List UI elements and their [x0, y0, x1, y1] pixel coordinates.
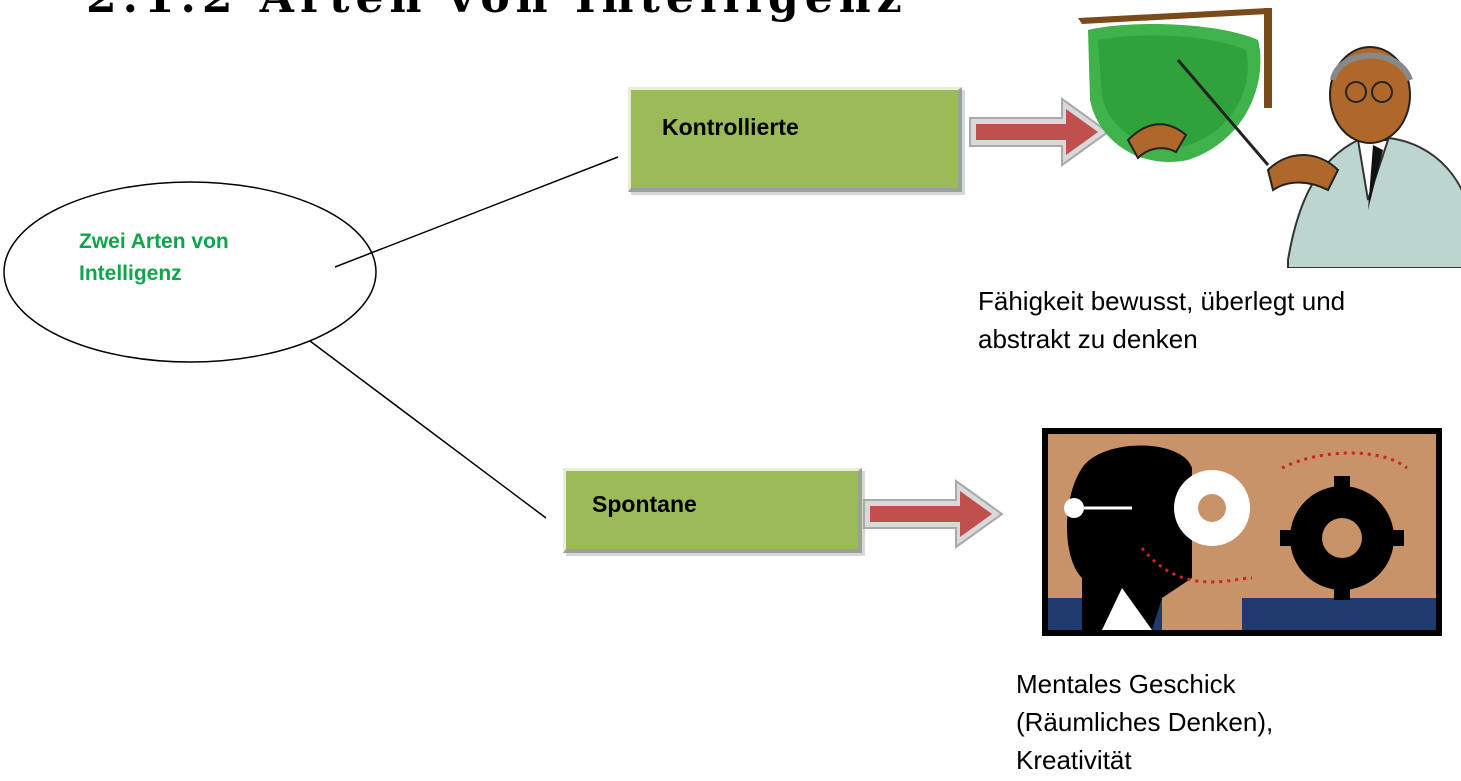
connector-line-bottom — [309, 340, 547, 519]
arrow-right-icon — [969, 97, 1110, 167]
connector-line-top — [334, 156, 619, 268]
box-label-kontrollierte: Kontrollierte — [662, 114, 799, 140]
center-label: Zwei Arten von Intelligenz — [79, 230, 229, 285]
box-kontrollierte: Kontrollierte — [628, 87, 962, 192]
head-with-gears-icon — [1042, 428, 1442, 636]
box-spontane: Spontane — [563, 468, 862, 553]
caption-kontrollierte: Fähigkeit bewusst, überlegt und abstrakt… — [978, 286, 1346, 354]
teacher-at-chalkboard-icon — [1078, 8, 1461, 268]
center-ellipse — [3, 181, 377, 363]
box-label-spontane: Spontane — [592, 491, 697, 517]
page-heading: 2.1.2 Arten von Intelligenz — [86, 0, 908, 20]
arrow-right-icon — [863, 479, 1004, 549]
caption-spontane: Mentales Geschick (Räumliches Denken), K… — [1016, 669, 1274, 775]
